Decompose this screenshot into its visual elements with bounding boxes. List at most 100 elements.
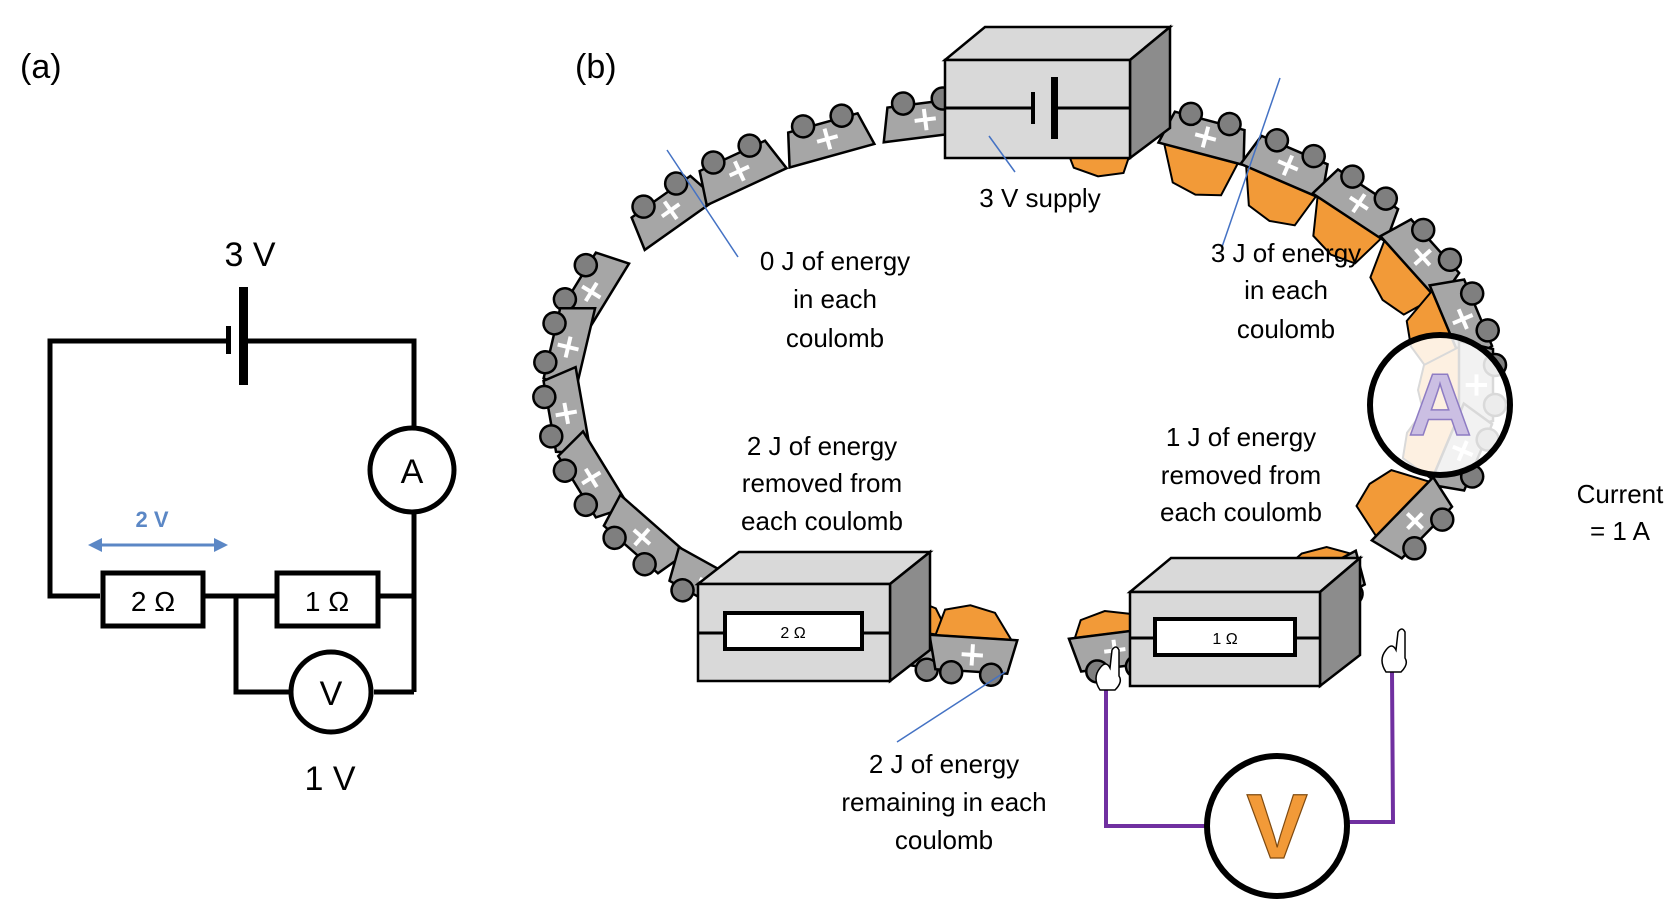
svg-text:2 Ω: 2 Ω [780,625,805,642]
svg-text:A: A [401,453,424,491]
svg-text:A: A [1408,355,1472,454]
cart-wheel-icon [532,384,557,410]
coulomb-cart: + [1355,469,1455,561]
cart-body [556,429,631,519]
panel-b-label: (b) [575,48,617,86]
svg-text:removed from: removed from [1161,460,1321,490]
svg-text:V: V [1246,776,1307,878]
svg-text:each coulomb: each coulomb [741,506,903,536]
svg-text:coulomb: coulomb [786,323,884,353]
pd-arrow: 2 V [88,507,228,552]
svg-text:V: V [320,675,343,713]
coulomb-cart: + [533,306,597,396]
resistor-2-ohm: 2 Ω [100,570,206,629]
cart-body [698,139,789,208]
cart-body [1238,134,1329,201]
cart-body [602,492,689,575]
cart-wheel-icon [1459,281,1485,306]
cart-wheel-icon [737,133,762,158]
cart-body [1369,475,1454,560]
cart-wheel-icon [632,551,657,577]
cart-wheel-icon [1430,507,1455,532]
cart-wheel-icon [573,252,599,278]
svg-text:= 1 A: = 1 A [1590,516,1651,546]
cart-wheel-icon [1373,186,1399,211]
cart-body [630,174,719,252]
voltmeter-dial: V [1204,753,1350,899]
cart-wheel-icon [1178,101,1204,127]
cart-wheel-icon [1301,143,1326,169]
svg-text:Current: Current [1577,479,1664,509]
supply-label: 3 V supply [979,183,1100,213]
cart-body [1310,167,1400,244]
svg-text:each coulomb: each coulomb [1160,497,1322,527]
svg-text:0 J of energy: 0 J of energy [760,246,910,276]
cart-wheel-icon [670,578,695,603]
annotation-current: Current = 1 A [1577,479,1664,546]
svg-text:1 Ω: 1 Ω [305,586,349,617]
supply-box [941,24,1174,161]
svg-text:1 Ω: 1 Ω [1212,631,1237,648]
coulomb-cart: + [532,365,593,456]
cart-wheel-icon [552,458,578,483]
pointer-lines [666,77,1281,743]
ammeter-lens: A [1367,332,1513,478]
resistor-2-ohm-box: 2 Ω [694,549,934,684]
svg-text:3 J of energy: 3 J of energy [1211,238,1361,268]
pd-arrow-label: 2 V [135,507,168,532]
coulomb-cart: + [1310,164,1400,265]
cart-wheel-icon [701,150,726,175]
circuit-wires [47,338,417,695]
cart-wheel-icon [1217,111,1242,137]
svg-text:2 Ω: 2 Ω [131,586,175,617]
svg-text:removed from: removed from [742,468,902,498]
coulomb-cart: + [1156,101,1246,197]
cart-wheel-icon [829,103,854,128]
voltmeter-reading: 1 V [304,760,355,798]
cart-wheel-icon [1340,164,1365,189]
coulomb-cart: + [927,604,1019,687]
svg-text:remaining in each: remaining in each [841,787,1046,817]
cart-wheel-icon [533,350,558,375]
svg-text:1 J of energy: 1 J of energy [1166,422,1316,452]
annotation-zero-energy: 0 J of energy in each coulomb [760,246,910,353]
resistor-1-ohm-box: 1 Ω [1126,555,1364,689]
panel-a-label: (a) [20,48,62,86]
coulomb-cart: + [698,133,789,208]
cart-wheel-icon [978,662,1004,687]
svg-text:in each: in each [793,284,877,314]
supply-voltage-label: 3 V [224,236,275,274]
annotation-full-energy: 3 J of energy in each coulomb [1211,238,1361,344]
voltmeter-probe-wires [1095,628,1408,828]
svg-text:in each: in each [1244,275,1328,305]
cart-wheel-icon [790,114,816,139]
cart-wheel-icon [890,91,916,116]
svg-text:2 J of energy: 2 J of energy [869,749,1019,779]
svg-text:2 J of energy: 2 J of energy [747,431,897,461]
ammeter-symbol: A [367,425,457,515]
cart-wheel-icon [1437,247,1463,272]
cart-wheel-icon [1402,536,1427,561]
annotation-removed-2j: 2 J of energy removed from each coulomb [741,431,903,536]
resistor-1-ohm: 1 Ω [274,570,381,629]
cart-wheel-icon [539,424,564,449]
cart-wheel-icon [1475,318,1500,343]
cart-wheel-icon [631,194,656,219]
left-probe-hand-icon [1095,646,1122,691]
coulomb-cart: + [786,103,877,170]
cart-wheel-icon [1264,128,1290,153]
annotation-removed-1j: 1 J of energy removed from each coulomb [1160,422,1322,527]
svg-text:coulomb: coulomb [1237,314,1335,344]
cart-wheel-icon [1410,217,1436,243]
cart-wheel-icon [938,659,964,685]
cell-symbol [226,287,248,385]
panel-a: (a) 3 V A 2 Ω 1 Ω [20,48,457,798]
panel-b: (b) +++++++++++++++++++++++++ 2 Ω [532,24,1664,899]
cart-wheel-icon [914,657,940,682]
cart-wheel-icon [542,311,567,336]
coulomb-cart: + [1369,217,1463,316]
voltmeter-symbol: V [288,649,374,735]
svg-text:coulomb: coulomb [895,825,993,855]
annotation-remaining-2j: 2 J of energy remaining in each coulomb [841,749,1046,855]
